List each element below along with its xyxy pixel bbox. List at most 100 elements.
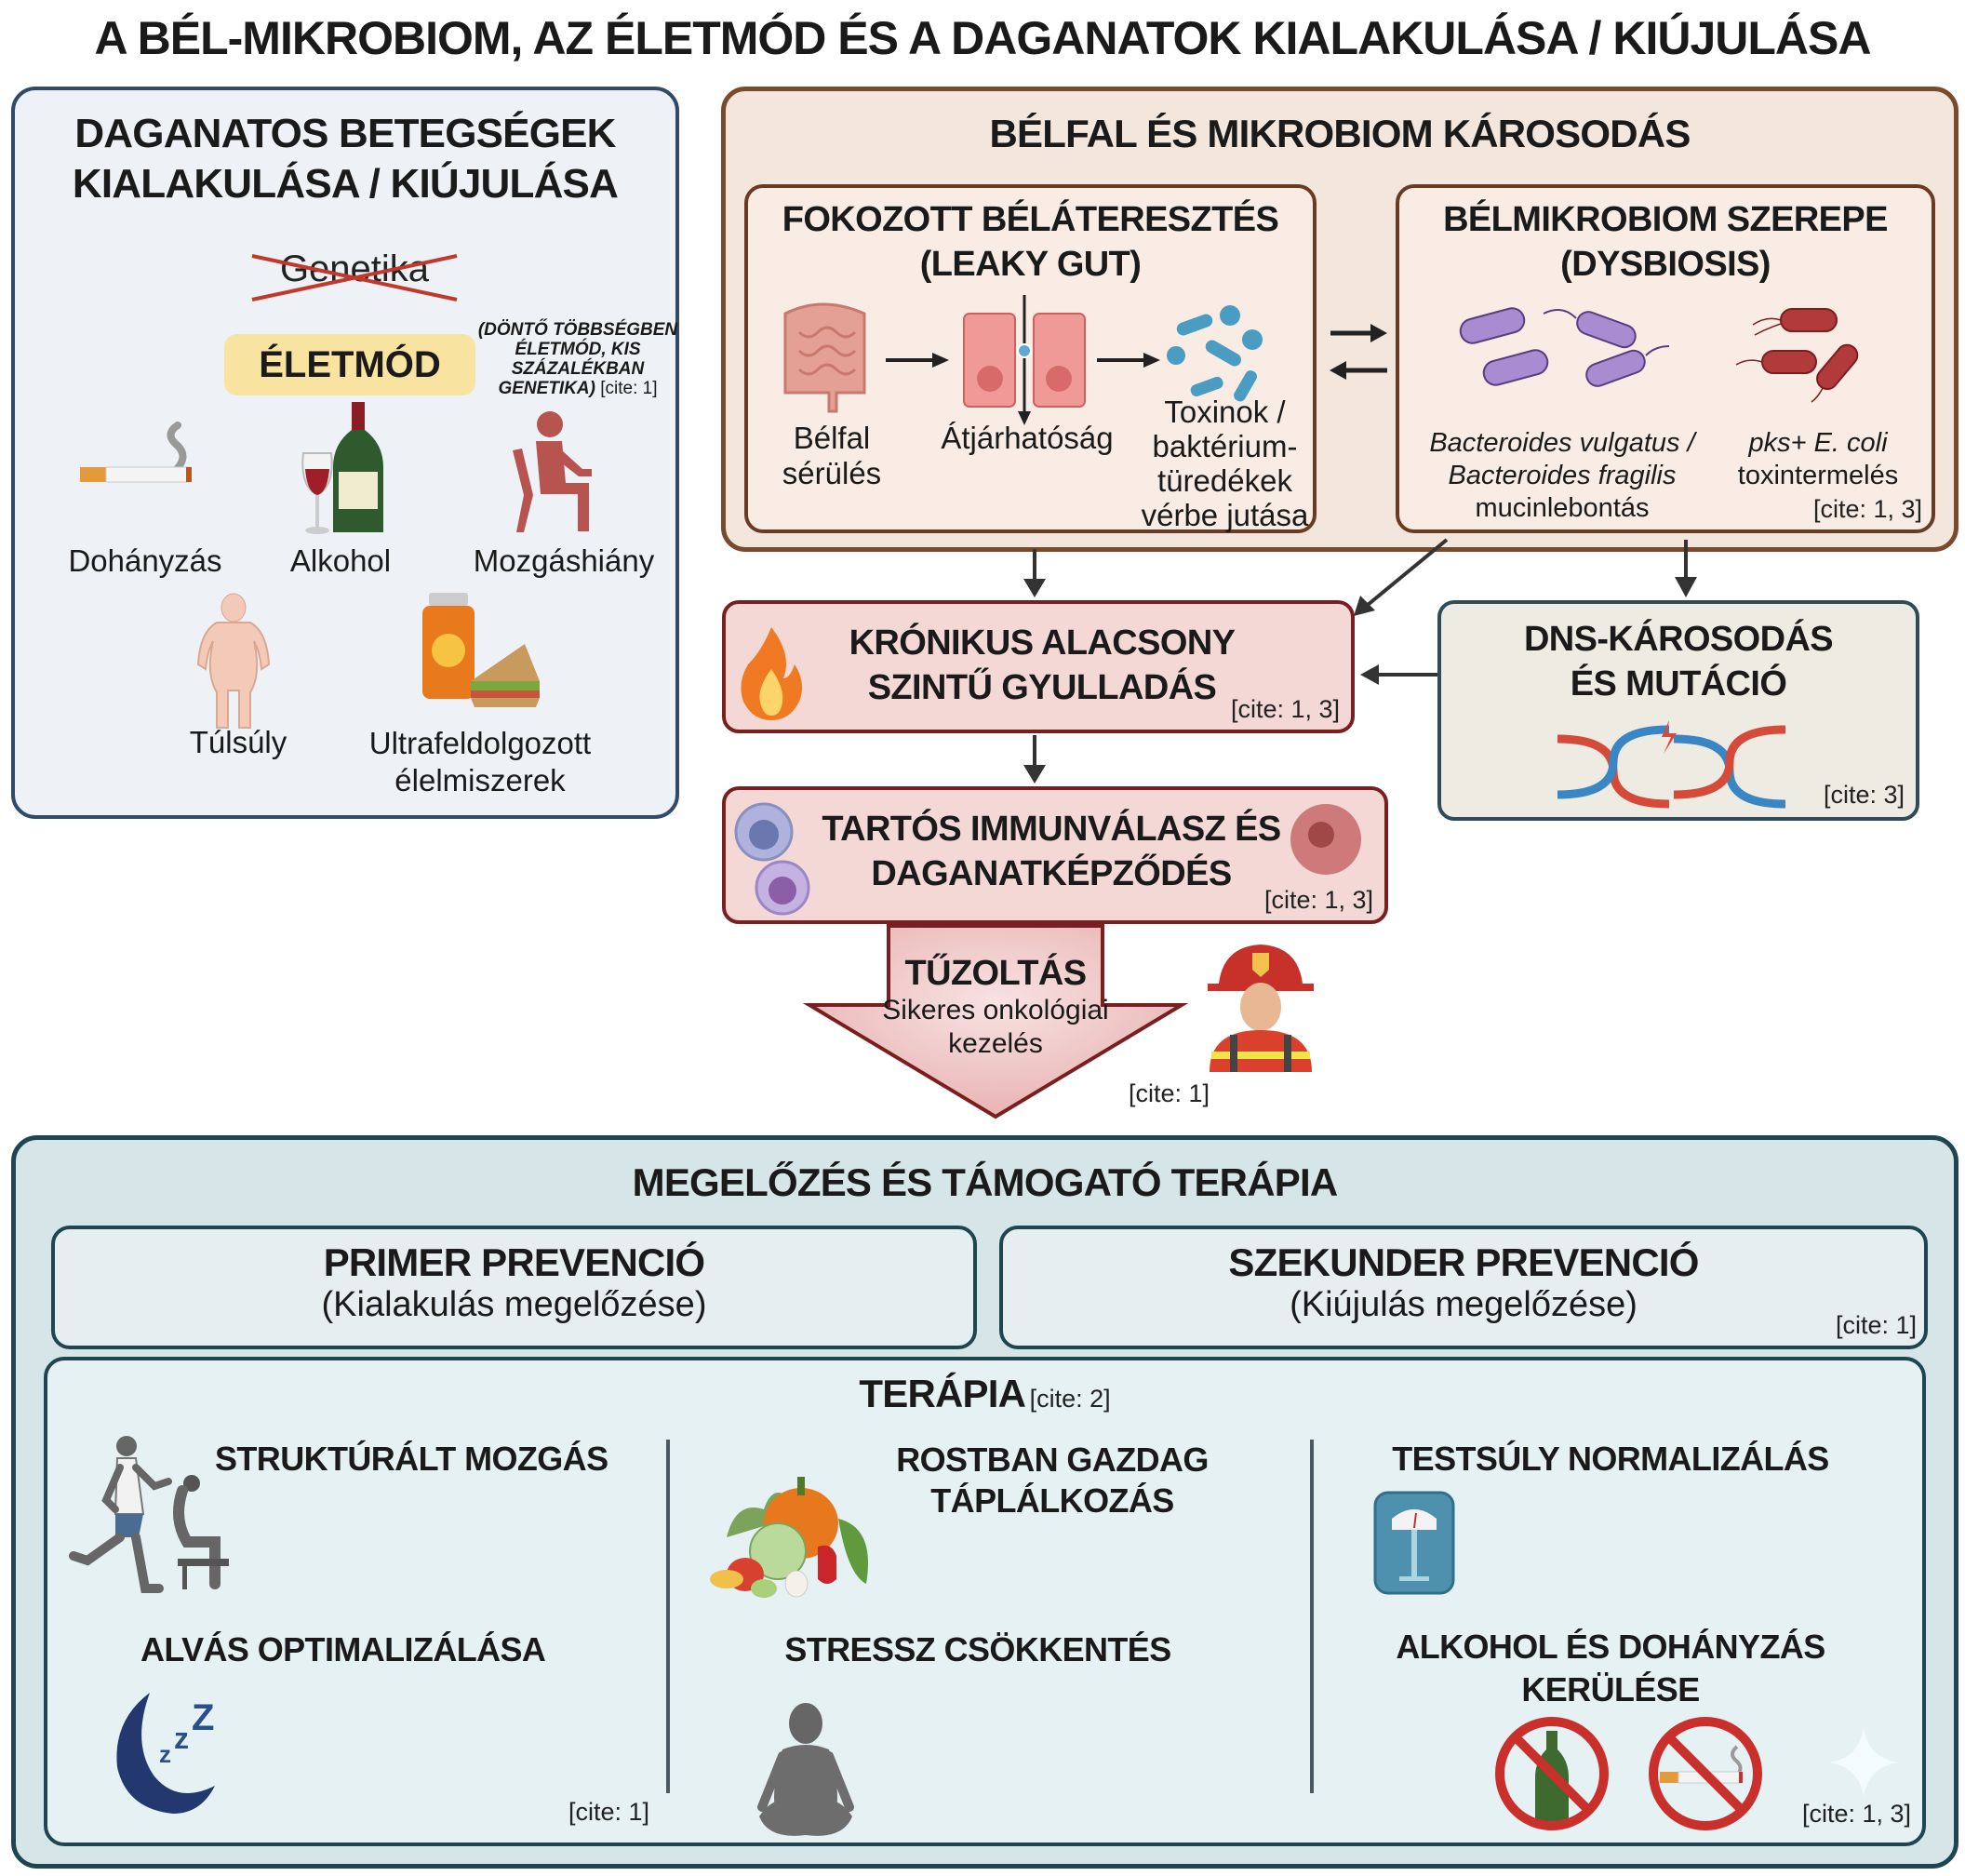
note-line: SZÁZALÉKBAN [511, 359, 645, 379]
cite: [cite: 1] [600, 379, 658, 398]
cite: [cite: 1] [1129, 1079, 1210, 1107]
arrow-down-icon [1023, 735, 1046, 784]
label-line: mucinlebontás [1475, 493, 1650, 523]
sitting-person-icon [513, 411, 592, 532]
arrow-right-icon [886, 353, 949, 368]
cite: [cite: 1] [568, 1798, 650, 1826]
moon-sleep-icon: z z Z [116, 1693, 215, 1814]
therapy-item-title: ROSTBAN GAZDAG TÁPLÁLKOZÁS [857, 1440, 1248, 1521]
step-label-line: Bélfal [793, 421, 871, 455]
step-label: Átjárhatóság [941, 421, 1114, 455]
therapy-item-title: TESTSÚLY NORMALIZÁLÁS [1392, 1440, 1829, 1478]
primary-prevention-box: PRIMER PREVENCIÓ (Kialakulás megelőzése) [51, 1226, 977, 1349]
box-heading: DNS-KÁROSODÁS ÉS MUTÁCIÓ [1441, 617, 1916, 706]
factor-label: Ultrafeldolgozott élelmiszerek [322, 725, 638, 799]
factor-label: Alkohol [289, 543, 392, 578]
scale-icon [1373, 1491, 1455, 1595]
dysbiosis-box: BÉLMIKROBIOM SZEREPE (DYSBIOSIS) Bactero… [1396, 184, 1935, 533]
arrow-diagonal-icon [1354, 538, 1449, 616]
note-line: GENETIKA) [498, 379, 595, 398]
title-line: TÁPLÁLKOZÁS [930, 1481, 1174, 1520]
heading-line: DAGANATKÉPZŐDÉS [871, 854, 1232, 893]
immune-cells-icon [734, 802, 810, 916]
heading-line: TARTÓS IMMUNVÁLASZ ÉS [822, 810, 1281, 849]
no-smoking-icon [1649, 1717, 1762, 1830]
bidirectional-arrows-icon [1330, 324, 1387, 380]
box-subtitle: (Kialakulás megelőzése) [321, 1285, 707, 1324]
step-label-line: türedékek [1157, 463, 1292, 498]
lifestyle-note: (DÖNTŐ TÖBBSÉGBEN ÉLETMÓD, KIS SZÁZALÉKB… [471, 320, 685, 398]
heading-line: DAGANATOS BETEGSÉGEK [74, 111, 616, 156]
intestine-icon [783, 302, 866, 413]
label-line: Bacteroides vulgatus / [1429, 428, 1695, 458]
cite: [cite: 1, 3] [1230, 695, 1340, 723]
heading: TŰZOLTÁS [904, 954, 1087, 993]
factor-label: Dohányzás [68, 543, 222, 578]
sparkle-icon [1829, 1728, 1898, 1797]
subtext: kezelés [948, 1028, 1043, 1059]
cigarette-icon [80, 422, 192, 483]
firefighter-icon [1208, 945, 1314, 1072]
box-title: SZEKUNDER PREVENCIÓ [1228, 1240, 1699, 1284]
heading-line: ÉS MUTÁCIÓ [1570, 664, 1787, 704]
heading-line: (LEAKY GUT) [919, 245, 1142, 284]
firefighting-text: TŰZOLTÁS Sikeres onkológiai kezelés [837, 954, 1154, 1061]
box-heading: TARTÓS IMMUNVÁLASZ ÉS DAGANATKÉPZŐDÉS [791, 807, 1312, 896]
bacteroides-label: Bacteroides vulgatus / Bacteroides fragi… [1409, 427, 1716, 525]
processed-food-icon [422, 593, 540, 707]
heading-line: FOKOZOTT BÉLÁTERESZTÉS [782, 200, 1279, 239]
heading-line: SZINTŰ GYULLADÁS [867, 668, 1217, 707]
step-label-line: vérbe jutása [1141, 498, 1309, 532]
step-label-line: baktérium- [1152, 429, 1298, 463]
panel-heading: DAGANATOS BETEGSÉGEK KIALAKULÁSA / KIÚJU… [15, 109, 675, 209]
bacteroides-icon [1459, 307, 1670, 387]
page-title: A BÉL-MIKROBIOM, AZ ÉLETMÓD ÉS A DAGANAT… [94, 12, 1872, 64]
panel-heading: MEGELŐZÉS ÉS TÁMOGATÓ TERÁPIA [632, 1160, 1339, 1204]
subtext: Sikeres onkológiai [882, 995, 1109, 1025]
lifestyle-badge: ÉLETMÓD [224, 334, 475, 395]
heading-line: DNS-KÁROSODÁS [1523, 620, 1834, 659]
bacteria-fragments-icon [1167, 305, 1263, 402]
factor-label: Túlsúly [189, 725, 287, 759]
genetics-struck: Genetika [247, 248, 461, 304]
immune-response-box: TARTÓS IMMUNVÁLASZ ÉS DAGANATKÉPZŐDÉS [c… [722, 786, 1388, 924]
panel-heading: BÉLFAL ÉS MIKROBIOM KÁROSODÁS [989, 112, 1691, 155]
box-heading: FOKOZOTT BÉLÁTERESZTÉS (LEAKY GUT) [748, 197, 1313, 287]
arrow-right-icon [1097, 353, 1160, 368]
svg-text:z: z [159, 1740, 171, 1768]
cite: [cite: 1] [1835, 1311, 1917, 1339]
note-line: (DÖNTŐ TÖBBSÉGBEN [477, 320, 678, 340]
inflammation-box: KRÓNIKUS ALACSONY SZINTŰ GYULLADÁS [cite… [722, 600, 1355, 733]
step-label-line: sérülés [782, 456, 882, 490]
title-line: KERÜLÉSE [1521, 1670, 1700, 1708]
no-alcohol-icon [1495, 1717, 1609, 1830]
title-line: ROSTBAN GAZDAG [896, 1440, 1209, 1479]
factor-label-line: Ultrafeldolgozott [368, 726, 592, 760]
cross-out-icon [251, 254, 458, 302]
box-subtitle: (Kiújulás megelőzése) [1290, 1285, 1638, 1324]
vegetables-icon [710, 1477, 868, 1598]
obese-body-icon [196, 593, 271, 729]
wine-icon [301, 402, 383, 534]
fire-icon [741, 627, 803, 720]
leaky-gut-box: FOKOZOTT BÉLÁTERESZTÉS (LEAKY GUT) [744, 184, 1317, 533]
heading-line: BÉLMIKROBIOM SZEREPE [1443, 200, 1888, 239]
secondary-prevention-box: SZEKUNDER PREVENCIÓ (Kiújulás megelőzése… [999, 1226, 1928, 1349]
step-label: Toxinok / baktérium- türedékek vérbe jut… [1139, 395, 1311, 532]
label-line: toxintermelés [1737, 461, 1899, 490]
heading: TERÁPIA [859, 1372, 1026, 1415]
label-line: pks+ E. coli [1748, 428, 1888, 458]
tumor-icon [1290, 804, 1361, 875]
cite: [cite: 2] [1029, 1385, 1111, 1413]
heading-line: KRÓNIKUS ALACSONY [849, 623, 1236, 663]
therapy-item-title: STRESSZ CSÖKKENTÉS [784, 1630, 1171, 1668]
ecoli-icon [1735, 308, 1859, 403]
heading-line: KIALAKULÁSA / KIÚJULÁSA [72, 161, 619, 207]
arrow-down-icon [1023, 549, 1046, 597]
arrow-left-icon [1360, 664, 1437, 685]
arrow-down-icon [1675, 540, 1697, 597]
step-label-line: Toxinok / [1164, 395, 1286, 429]
gut-damage-panel: BÉLFAL ÉS MIKROBIOM KÁROSODÁS FOKOZOTT B… [721, 87, 1958, 552]
factor-label: Mozgáshiány [473, 543, 655, 578]
dna-damage-box: DNS-KÁROSODÁS ÉS MUTÁCIÓ [cite: 3] [1437, 600, 1919, 821]
